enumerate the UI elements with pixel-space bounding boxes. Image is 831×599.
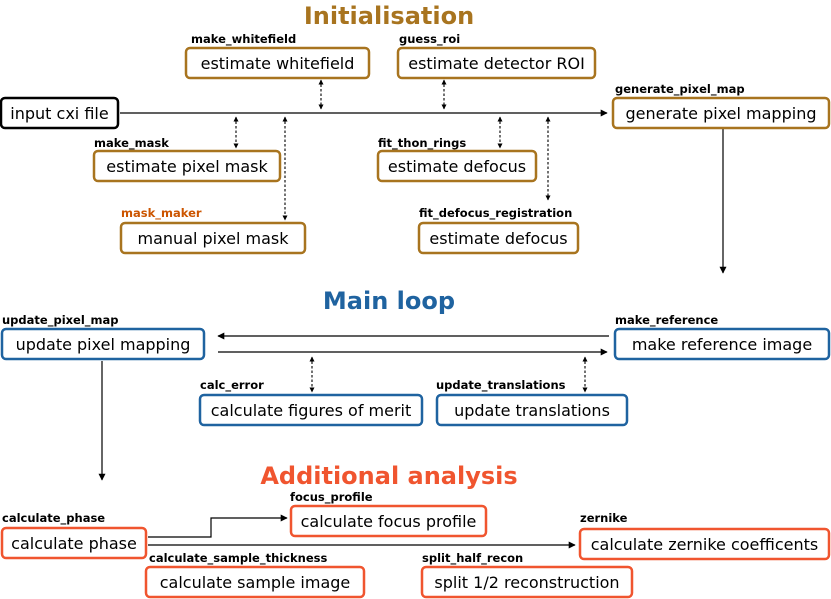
node-fit-thon-rings: fit_thon_rings estimate defocus bbox=[376, 136, 538, 183]
function-name: zernike bbox=[580, 511, 628, 525]
node-generate-pixel-map: generate_pixel_map generate pixel mappin… bbox=[611, 82, 831, 130]
function-name: split_half_recon bbox=[422, 551, 523, 566]
function-name: calc_error bbox=[200, 378, 264, 393]
function-name: mask_maker bbox=[121, 206, 202, 221]
node-calculate-phase: calculate_phase calculate phase bbox=[0, 511, 148, 560]
node-mask-maker: mask_maker manual pixel mask bbox=[119, 206, 307, 255]
node-label: calculate zernike coefficents bbox=[591, 535, 818, 554]
node-fit-defocus-registration: fit_defocus_registration estimate defocu… bbox=[417, 206, 580, 255]
node-label: calculate focus profile bbox=[301, 512, 477, 531]
node-label: calculate figures of merit bbox=[211, 401, 412, 420]
node-calculate-sample-thickness: calculate_sample_thickness calculate sam… bbox=[144, 551, 366, 599]
section-title-initialisation: Initialisation bbox=[304, 2, 474, 30]
section-title-main-loop: Main loop bbox=[323, 287, 455, 315]
node-update-translations: update_translations update translations bbox=[435, 378, 629, 427]
node-label: split 1/2 reconstruction bbox=[434, 573, 619, 592]
function-name: calculate_sample_thickness bbox=[149, 551, 328, 566]
function-name: calculate_phase bbox=[2, 511, 105, 526]
node-make-whitefield: make_whitefield estimate whitefield bbox=[184, 32, 371, 80]
function-name: generate_pixel_map bbox=[615, 82, 745, 97]
node-focus-profile: focus_profile calculate focus profile bbox=[289, 490, 488, 538]
function-name: fit_defocus_registration bbox=[419, 206, 572, 221]
node-label: update pixel mapping bbox=[16, 335, 191, 354]
node-guess-roi: guess_roi estimate detector ROI bbox=[396, 32, 597, 80]
node-label: make reference image bbox=[632, 335, 812, 354]
node-label: generate pixel mapping bbox=[626, 104, 817, 123]
phase-to-focus-profile-arrow bbox=[148, 514, 288, 538]
node-label: manual pixel mask bbox=[138, 229, 290, 248]
node-label: estimate defocus bbox=[388, 157, 526, 176]
node-split-half-recon: split_half_recon split 1/2 reconstructio… bbox=[420, 551, 634, 599]
section-title-additional-analysis: Additional analysis bbox=[260, 462, 517, 490]
function-name: make_reference bbox=[615, 313, 718, 328]
node-label: input cxi file bbox=[10, 104, 108, 123]
node-label: update translations bbox=[454, 401, 610, 420]
function-name: guess_roi bbox=[399, 32, 460, 47]
function-name: fit_thon_rings bbox=[378, 136, 466, 151]
function-name: make_whitefield bbox=[191, 32, 296, 47]
node-label: estimate pixel mask bbox=[106, 157, 268, 176]
function-name: make_mask bbox=[94, 136, 169, 151]
node-label: calculate sample image bbox=[160, 573, 351, 592]
function-name: update_translations bbox=[436, 378, 566, 393]
node-zernike: zernike calculate zernike coefficents bbox=[578, 511, 831, 561]
function-name: focus_profile bbox=[290, 490, 373, 505]
node-update-pixel-map: update_pixel_map update pixel mapping bbox=[0, 313, 206, 361]
node-label: estimate whitefield bbox=[201, 54, 355, 73]
node-make-mask: make_mask estimate pixel mask bbox=[92, 136, 282, 183]
function-name: update_pixel_map bbox=[2, 313, 119, 328]
node-input-cxi-file: input cxi file bbox=[0, 96, 120, 130]
node-label: estimate detector ROI bbox=[408, 54, 585, 73]
connectors bbox=[98, 79, 727, 549]
node-label: estimate defocus bbox=[429, 229, 567, 248]
node-label: calculate phase bbox=[11, 534, 137, 553]
node-calc-error: calc_error calculate figures of merit bbox=[198, 378, 424, 427]
node-make-reference: make_reference make reference image bbox=[613, 313, 831, 361]
